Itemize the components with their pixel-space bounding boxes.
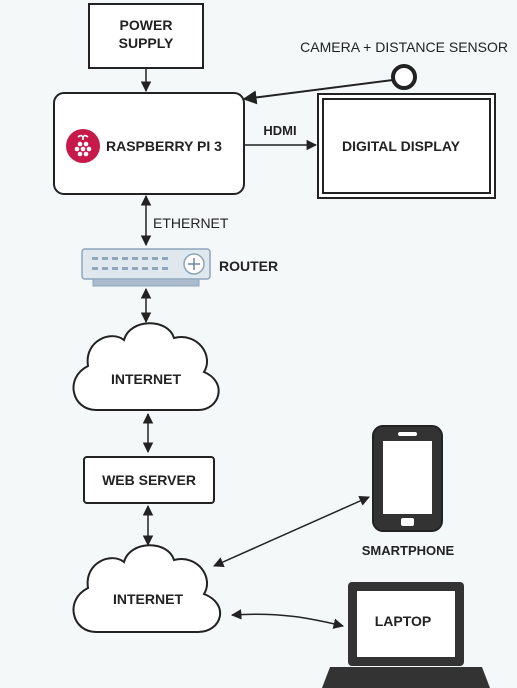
smartphone-label: SMARTPHONE bbox=[362, 543, 455, 558]
internet-cloud-bottom: INTERNET bbox=[72, 544, 222, 633]
smartphone-icon bbox=[372, 425, 443, 532]
sensor-node-icon bbox=[391, 64, 417, 90]
laptop-icon bbox=[322, 582, 490, 688]
digital-display-label: DIGITAL DISPLAY bbox=[342, 138, 461, 154]
digital-display-node: DIGITAL DISPLAY bbox=[317, 93, 496, 199]
internet-cloud-top: INTERNET bbox=[72, 322, 220, 411]
web-server-label: WEB SERVER bbox=[102, 472, 196, 488]
power-supply-node: POWER SUPPLY bbox=[88, 3, 204, 69]
laptop-label: LAPTOP bbox=[375, 613, 432, 629]
raspberry-pi-node: RASPBERRY PI 3 bbox=[53, 92, 245, 195]
connector-internet-to-smartphone bbox=[213, 496, 370, 567]
internet-bottom-label: INTERNET bbox=[113, 591, 183, 607]
router-icon bbox=[81, 248, 211, 287]
ethernet-label: ETHERNET bbox=[153, 215, 229, 231]
camera-sensor-label: CAMERA + DISTANCE SENSOR bbox=[300, 39, 508, 55]
raspberry-pi-label: RASPBERRY PI 3 bbox=[106, 138, 222, 154]
connector-internet-to-laptop bbox=[230, 609, 345, 629]
router-label: ROUTER bbox=[219, 258, 278, 274]
power-supply-label-line1: POWER bbox=[120, 17, 173, 33]
raspberry-pi-logo-icon bbox=[66, 129, 100, 163]
power-supply-label-line2: SUPPLY bbox=[119, 35, 174, 51]
web-server-node: WEB SERVER bbox=[83, 456, 215, 504]
internet-top-label: INTERNET bbox=[111, 371, 181, 387]
connector-sensor-to-pi bbox=[242, 79, 394, 105]
hdmi-label: HDMI bbox=[263, 123, 296, 138]
